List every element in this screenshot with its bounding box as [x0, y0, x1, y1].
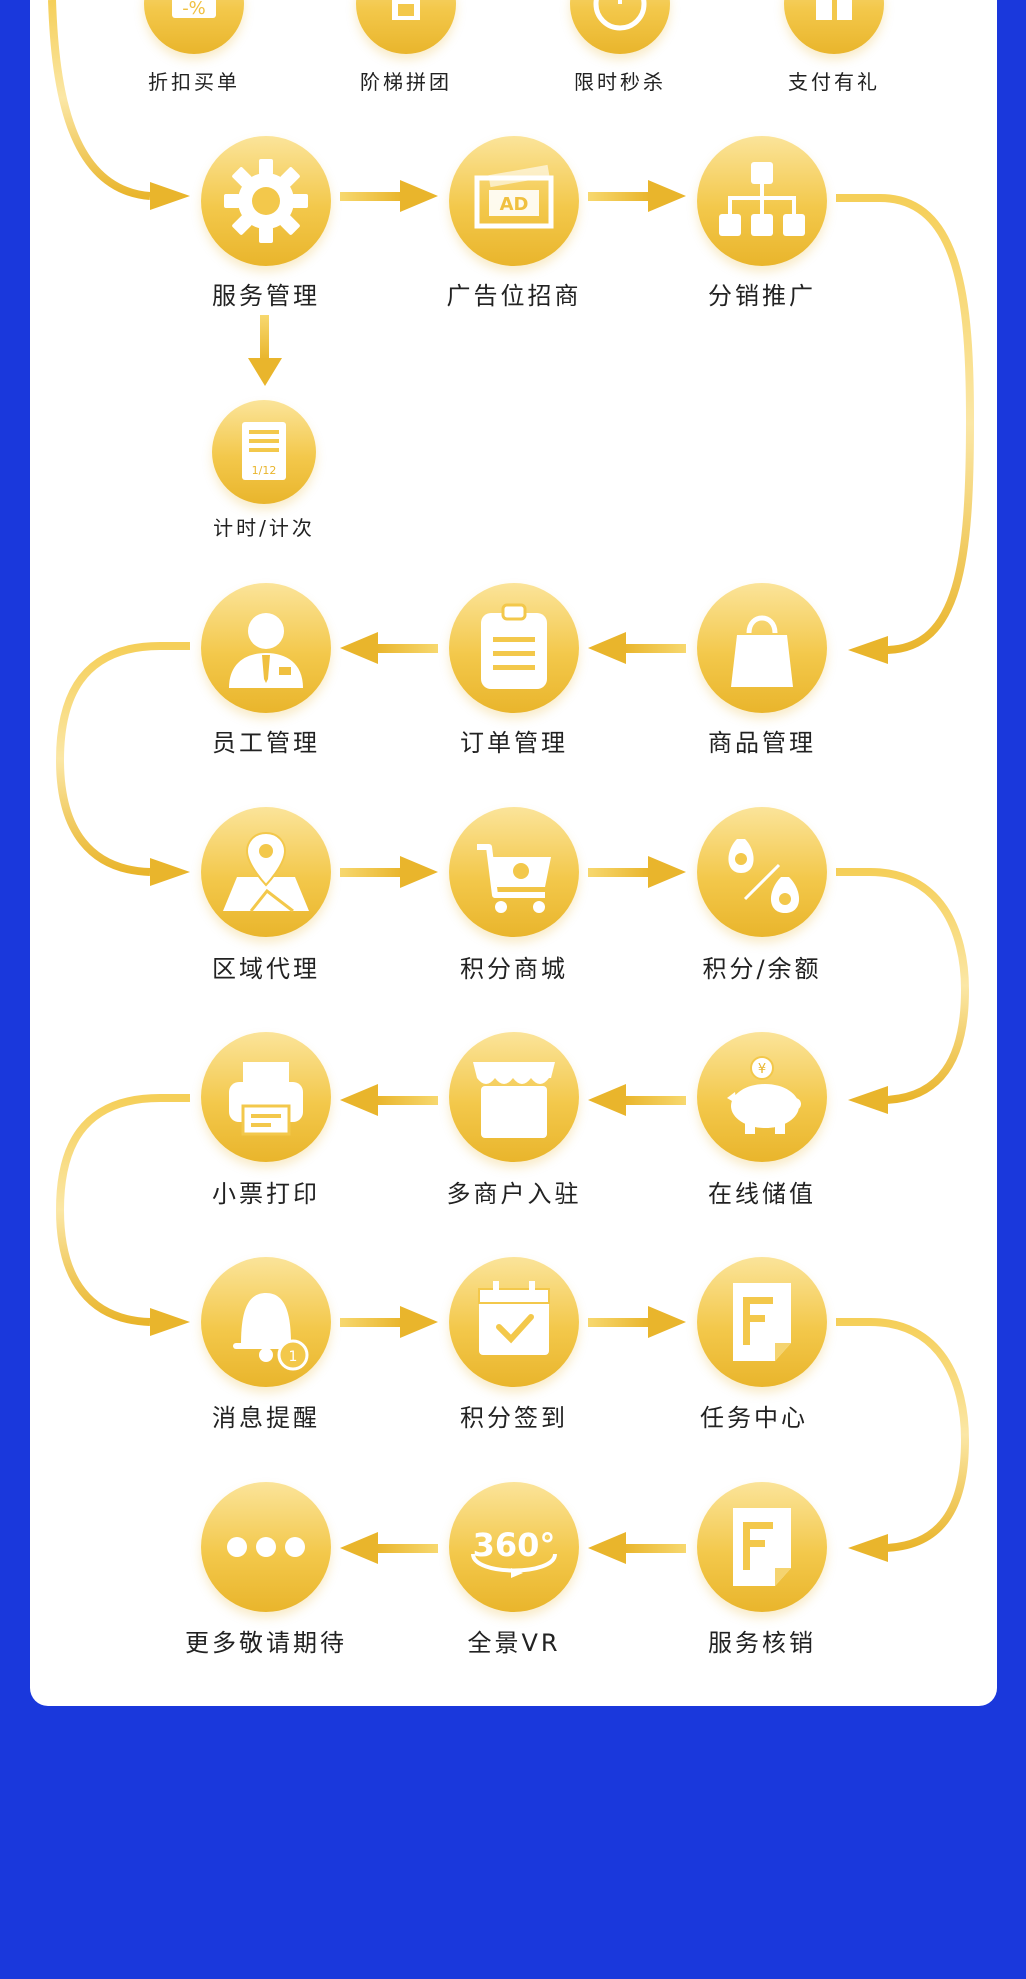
staff-icon	[201, 583, 331, 713]
svg-text:1: 1	[289, 1349, 298, 1365]
discount-tag-icon: -%	[144, 0, 244, 54]
svg-text:360°: 360°	[473, 1526, 556, 1564]
arrow-right	[340, 1306, 438, 1338]
svg-text:1/12: 1/12	[252, 464, 277, 477]
arrow-left	[340, 1532, 438, 1564]
node-label: 员工管理	[212, 729, 320, 757]
node-label: 服务管理	[212, 282, 320, 310]
bell-icon: 1	[201, 1257, 331, 1387]
money-bags-icon	[697, 807, 827, 937]
node-label: 消息提醒	[212, 1404, 320, 1432]
arrowhead	[150, 858, 190, 886]
piggy-bank-icon: ¥	[697, 1032, 827, 1162]
svg-text:AD: AD	[500, 194, 529, 215]
ad-board-icon: AD	[449, 136, 579, 266]
more-dots-icon	[201, 1482, 331, 1612]
connector-curve-left-2	[55, 1094, 190, 1326]
vr-360-icon: 360°	[449, 1482, 579, 1612]
arrow-right	[588, 856, 686, 888]
arrowhead	[848, 1086, 888, 1114]
svg-text:-%: -%	[182, 0, 206, 19]
printer-icon	[201, 1032, 331, 1162]
shopping-bag-icon	[697, 583, 827, 713]
clipboard-icon	[449, 583, 579, 713]
node-label: 分销推广	[708, 282, 816, 310]
gear-icon	[201, 136, 331, 266]
connector-curve-right-2	[836, 868, 970, 1104]
document-icon	[697, 1257, 827, 1387]
calendar-check-icon	[449, 1257, 579, 1387]
arrow-right	[588, 1306, 686, 1338]
arrow-left	[588, 1532, 686, 1564]
org-chart-icon	[697, 136, 827, 266]
node-label: 商品管理	[708, 729, 816, 757]
node-label: 积分签到	[460, 1404, 568, 1432]
arrow-down	[248, 315, 282, 386]
node-label: 折扣买单	[148, 70, 240, 94]
arrowhead	[150, 182, 190, 210]
node-label: 在线储值	[708, 1180, 816, 1208]
document-icon	[697, 1482, 827, 1612]
storefront-icon	[449, 1032, 579, 1162]
svg-text:¥: ¥	[758, 1062, 766, 1077]
arrowhead	[848, 636, 888, 664]
arrow-left	[340, 1084, 438, 1116]
node-label: 阶梯拼团	[360, 70, 452, 94]
arrowhead	[848, 1534, 888, 1562]
arrow-left	[588, 1084, 686, 1116]
node-label: 支付有礼	[788, 70, 880, 94]
connector-curve-right-3	[836, 1318, 970, 1552]
connector-curve-left-1	[55, 642, 190, 876]
counter-card-icon: 1/12	[212, 400, 316, 504]
node-label: 区域代理	[212, 955, 320, 983]
node-label: 服务核销	[708, 1629, 816, 1657]
node-label: 计时/计次	[213, 516, 315, 540]
arrow-left	[340, 632, 438, 664]
node-label: 限时秒杀	[574, 70, 666, 94]
node-label: 订单管理	[460, 729, 568, 757]
arrowhead	[150, 1308, 190, 1336]
connector-curve-top-left	[48, 0, 151, 200]
node-label: 多商户入驻	[446, 1180, 582, 1208]
arrow-right	[340, 856, 438, 888]
gift-icon	[784, 0, 884, 54]
cart-icon	[449, 807, 579, 937]
node-label: 积分商城	[460, 955, 568, 983]
map-pin-icon	[201, 807, 331, 937]
group-buy-icon	[356, 0, 456, 54]
node-label: 全景VR	[467, 1629, 561, 1657]
node-label: 广告位招商	[446, 282, 582, 310]
node-label: 更多敬请期待	[185, 1629, 347, 1657]
arrow-right	[588, 180, 686, 212]
arrow-left	[588, 632, 686, 664]
arrow-right	[340, 180, 438, 212]
node-label: 积分/余额	[702, 955, 822, 983]
clock-icon	[570, 0, 670, 54]
node-label: 任务中心	[700, 1404, 808, 1432]
connector-curve-right-1	[836, 194, 975, 654]
node-label: 小票打印	[212, 1180, 320, 1208]
